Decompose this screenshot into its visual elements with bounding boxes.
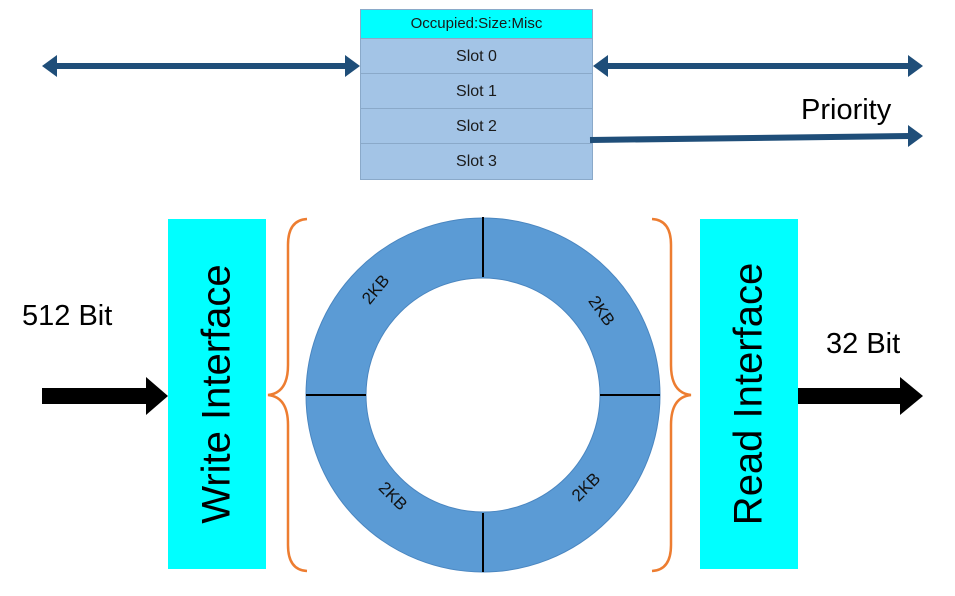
output-width-label: 32 Bit [826,328,901,360]
input-width-label: 512 Bit [22,300,113,332]
slot-row-3: Slot 3 [361,144,592,179]
right-brace [651,217,692,573]
slot-row-0: Slot 0 [361,39,592,74]
slot-row-2: Slot 2 [361,109,592,144]
output-arrow [798,377,923,415]
input-arrow [42,377,168,415]
slot-table: Occupied:Size:Misc Slot 0 Slot 1 Slot 2 … [360,9,593,180]
left-brace [267,217,308,573]
slot-table-header: Occupied:Size:Misc [361,10,592,39]
right-double-arrow [593,55,923,77]
priority-label: Priority [801,94,892,126]
left-double-arrow [42,55,360,77]
slot-row-1: Slot 1 [361,74,592,109]
write-interface-box: Write Interface [168,219,266,569]
write-interface-label: Write Interface [194,264,239,524]
priority-arrow [589,125,923,147]
read-interface-label: Read Interface [726,262,771,526]
ring-buffer: 2KB 2KB 2KB 2KB [305,217,661,573]
read-interface-box: Read Interface [700,219,798,569]
